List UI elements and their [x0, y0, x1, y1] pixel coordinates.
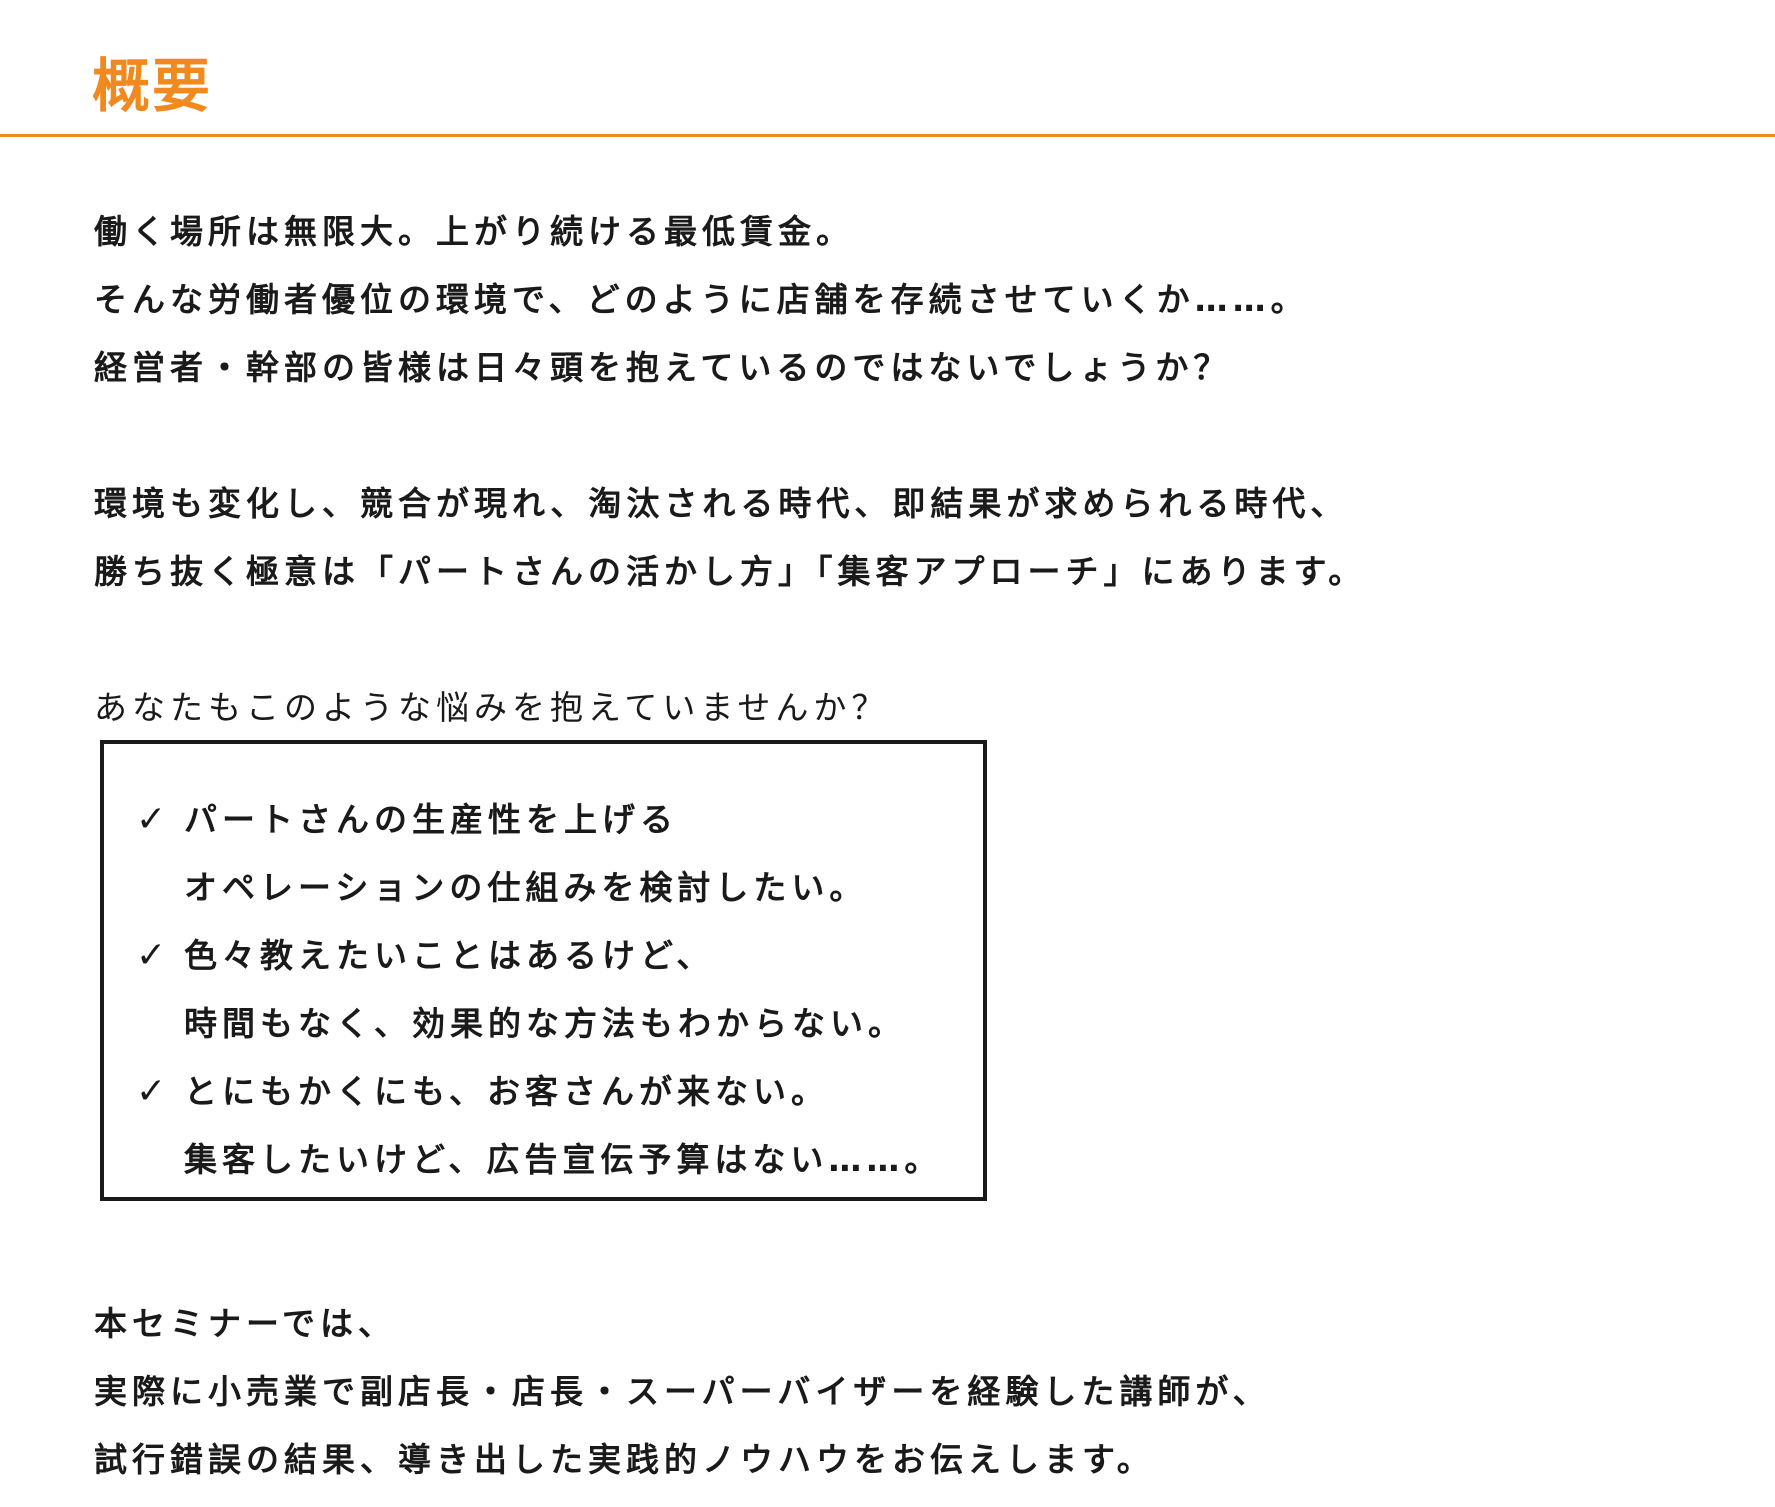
intro-line: そんな労働者優位の環境で、どのように店舗を存続させていくか……。: [94, 280, 1309, 319]
check-icon: ✓: [136, 935, 172, 976]
context-line: 環境も変化し、競合が現れ、淘汰される時代、即結果が求められる時代、: [94, 484, 1349, 523]
closing-line: 本セミナーでは、: [94, 1304, 397, 1343]
concern-text: パートさんの生産性を上げる: [184, 800, 678, 839]
concern-item: ✓ パートさんの生産性を上げる: [136, 798, 678, 842]
concern-text: 集客したいけど、広告宣伝予算はない……。: [184, 1140, 943, 1179]
concern-box: ✓ パートさんの生産性を上げる オペレーションの仕組みを検討したい。 ✓ 色々教…: [100, 740, 987, 1201]
question-line: あなたもこのような悩みを抱えていませんか？: [94, 688, 890, 727]
section-heading: 概要: [92, 52, 213, 120]
intro-line: 働く場所は無限大。上がり続ける最低賃金。: [94, 212, 854, 251]
check-icon: ✓: [136, 799, 172, 840]
check-icon: ✓: [136, 1071, 172, 1112]
concern-item: ✓ 色々教えたいことはあるけど、: [136, 934, 715, 978]
concern-text: 時間もなく、効果的な方法もわからない。: [184, 1004, 906, 1043]
concern-text: 色々教えたいことはあるけど、: [184, 936, 715, 975]
concern-item-continuation: 集客したいけど、広告宣伝予算はない……。: [184, 1138, 942, 1182]
context-line: 勝ち抜く極意は「パートさんの活かし方」「集客アプローチ」にあります。: [94, 552, 1367, 591]
concern-text: とにもかくにも、お客さんが来ない。: [184, 1072, 830, 1111]
concern-item-continuation: 時間もなく、効果的な方法もわからない。: [184, 1002, 906, 1046]
closing-line: 試行錯誤の結果、導き出した実践的ノウハウをお伝えします。: [94, 1440, 1155, 1479]
intro-line: 経営者・幹部の皆様は日々頭を抱えているのではないでしょうか？: [94, 348, 1232, 387]
concern-item: ✓ とにもかくにも、お客さんが来ない。: [136, 1070, 830, 1114]
heading-divider: [0, 134, 1775, 137]
concern-text: オペレーションの仕組みを検討したい。: [184, 868, 868, 907]
closing-line: 実際に小売業で副店長・店長・スーパーバイザーを経験した講師が、: [94, 1372, 1271, 1411]
concern-item-continuation: オペレーションの仕組みを検討したい。: [184, 866, 867, 910]
